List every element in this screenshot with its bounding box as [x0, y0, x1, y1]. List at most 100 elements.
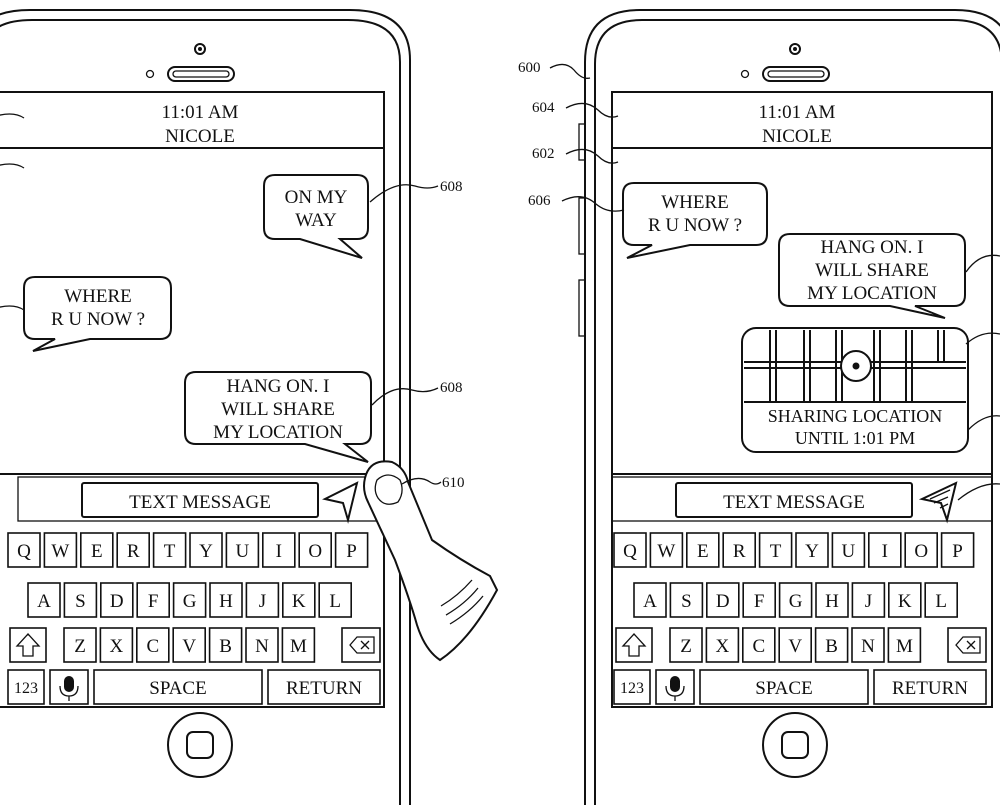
key-t[interactable]: T — [758, 532, 793, 568]
message-line: HANG ON. I — [821, 237, 924, 258]
text-message-field[interactable] — [675, 482, 913, 518]
key-u[interactable]: U — [831, 532, 866, 568]
key-label: P — [346, 541, 357, 562]
key-label: E — [91, 541, 103, 562]
space-key[interactable]: SPACE — [93, 669, 263, 705]
backspace-key[interactable] — [341, 627, 381, 663]
speaker-dot-icon — [740, 69, 750, 79]
key-c[interactable]: C — [741, 627, 776, 663]
text-message-field[interactable] — [81, 482, 319, 518]
key-h[interactable]: H — [815, 582, 849, 618]
key-z[interactable]: Z — [669, 627, 703, 663]
key-r[interactable]: R — [116, 532, 150, 568]
key-x[interactable]: X — [705, 627, 740, 663]
key-label: T — [164, 541, 176, 562]
ref-label-606: 606 — [528, 193, 551, 209]
mic-key[interactable] — [655, 669, 695, 705]
key-g[interactable]: G — [778, 582, 813, 618]
backspace-key[interactable] — [947, 627, 987, 663]
key-m[interactable]: M — [281, 627, 316, 663]
key-l[interactable]: L — [318, 582, 353, 618]
key-label: B — [825, 636, 838, 657]
key-label: L — [329, 591, 341, 612]
key-n[interactable]: N — [245, 627, 279, 663]
key-z[interactable]: Z — [63, 627, 97, 663]
key-f[interactable]: F — [136, 582, 170, 618]
key-u[interactable]: U — [225, 532, 260, 568]
shift-key[interactable] — [9, 627, 47, 663]
key-e[interactable]: E — [80, 532, 114, 568]
key-label: L — [935, 591, 947, 612]
key-d[interactable]: D — [705, 582, 740, 618]
key-j[interactable]: J — [851, 582, 886, 618]
key-t[interactable]: T — [152, 532, 187, 568]
key-v[interactable]: V — [172, 627, 206, 663]
key-s[interactable]: S — [63, 582, 98, 618]
key-x[interactable]: X — [99, 627, 134, 663]
key-label: V — [788, 636, 802, 657]
key-i[interactable]: I — [867, 532, 902, 568]
shift-key[interactable] — [615, 627, 653, 663]
space-key[interactable]: SPACE — [699, 669, 869, 705]
key-label: I — [276, 541, 282, 562]
ref-label-604: 604 — [532, 100, 555, 116]
key-k[interactable]: K — [281, 582, 316, 618]
key-y[interactable]: Y — [189, 532, 223, 568]
key-label: F — [148, 591, 159, 612]
key-g[interactable]: G — [172, 582, 207, 618]
ref-label-602: 602 — [532, 146, 555, 162]
key-label: C — [752, 636, 765, 657]
key-a[interactable]: A — [633, 582, 667, 618]
key-l[interactable]: L — [924, 582, 959, 618]
key-p[interactable]: P — [940, 532, 975, 568]
location-card[interactable]: SHARING LOCATION UNTIL 1:01 PM — [741, 327, 969, 453]
home-button[interactable] — [762, 712, 828, 778]
key-label: N — [255, 636, 269, 657]
key-label: R — [733, 541, 746, 562]
key-label: Y — [805, 541, 819, 562]
home-button[interactable] — [167, 712, 233, 778]
key-a[interactable]: A — [27, 582, 61, 618]
key-label: A — [37, 591, 51, 612]
numbers-key[interactable]: 123 — [7, 669, 45, 705]
key-q[interactable]: Q — [7, 532, 41, 568]
right-phone: 11:01 AM NICOLE WHERE R U NOW ? HANG ON.… — [518, 9, 1000, 805]
ref-label-608b: 608 — [440, 380, 463, 396]
key-i[interactable]: I — [261, 532, 296, 568]
key-label: S — [681, 591, 692, 612]
key-b[interactable]: B — [208, 627, 243, 663]
key-o[interactable]: O — [298, 532, 333, 568]
mic-icon — [670, 676, 680, 692]
message-bubble-sent-1: HANG ON. I WILL SHARE MY LOCATION — [778, 233, 966, 319]
key-o[interactable]: O — [904, 532, 939, 568]
key-r[interactable]: R — [722, 532, 757, 568]
key-label: H — [825, 591, 839, 612]
return-key[interactable]: RETURN — [873, 669, 987, 705]
key-w[interactable]: W — [43, 532, 78, 568]
send-icon[interactable] — [322, 481, 359, 524]
send-icon[interactable] — [918, 481, 958, 524]
key-label: M — [896, 636, 913, 657]
key-e[interactable]: E — [685, 532, 720, 568]
key-m[interactable]: M — [887, 627, 922, 663]
key-w[interactable]: W — [649, 532, 684, 568]
mic-key[interactable] — [49, 669, 89, 705]
message-bubble-sent-1: ON MY WAY — [263, 174, 369, 259]
return-key[interactable]: RETURN — [267, 669, 381, 705]
key-s[interactable]: S — [669, 582, 704, 618]
key-k[interactable]: K — [887, 582, 922, 618]
key-f[interactable]: F — [742, 582, 777, 618]
key-b[interactable]: B — [814, 627, 849, 663]
numbers-key[interactable]: 123 — [613, 669, 651, 705]
key-p[interactable]: P — [334, 532, 369, 568]
key-y[interactable]: Y — [795, 532, 829, 568]
key-h[interactable]: H — [209, 582, 243, 618]
key-label: RETURN — [892, 678, 968, 699]
key-v[interactable]: V — [778, 627, 813, 663]
key-c[interactable]: C — [136, 627, 170, 663]
key-d[interactable]: D — [100, 582, 134, 618]
key-n[interactable]: N — [851, 627, 885, 663]
key-q[interactable]: Q — [613, 532, 647, 568]
key-j[interactable]: J — [245, 582, 280, 618]
